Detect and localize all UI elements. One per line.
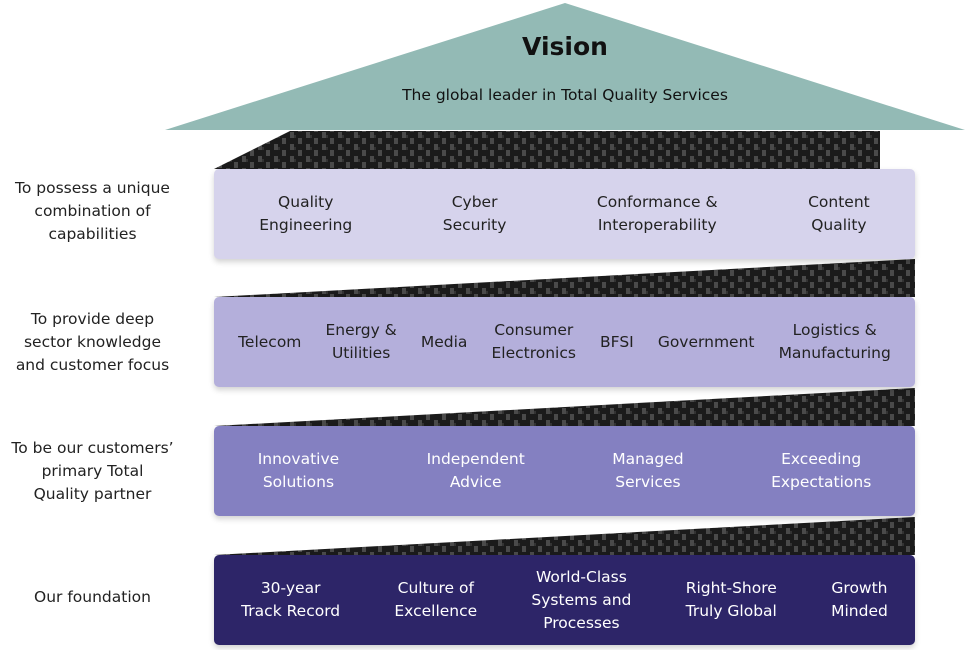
side-label: To be our customers’ primary Total Quali… bbox=[0, 437, 185, 506]
side-label: To possess a unique combination of capab… bbox=[0, 177, 185, 246]
tier-item: Government bbox=[657, 332, 755, 351]
side-label: To provide deep sector knowledge and cus… bbox=[0, 308, 185, 377]
tier-item: BFSI bbox=[600, 332, 634, 351]
pattern-band bbox=[214, 517, 915, 555]
tier-item: Telecom bbox=[238, 332, 302, 351]
tier-item: Right-Shore Truly Global bbox=[685, 579, 777, 620]
pattern-band bbox=[214, 388, 915, 426]
tier-item: Cyber Security bbox=[442, 193, 507, 234]
side-label-text: Our foundation bbox=[34, 588, 151, 606]
vision-subtitle: The global leader in Total Quality Servi… bbox=[402, 86, 728, 104]
tier-item: Exceeding Expectations bbox=[771, 450, 872, 491]
vision-title: Vision bbox=[522, 32, 608, 61]
tier-item: Innovative Solutions bbox=[257, 450, 340, 491]
capabilities-tier: Quality Engineering Cyber Security Confo… bbox=[214, 169, 915, 259]
tier-item: Independent Advice bbox=[426, 450, 525, 491]
sectors-tier: Telecom Energy & Utilities Media Consume… bbox=[214, 297, 915, 387]
tier-item: Conformance & Interoperability bbox=[596, 193, 718, 234]
side-label-text: To provide deep sector knowledge and cus… bbox=[15, 310, 170, 374]
tier-item: Managed Services bbox=[612, 450, 684, 491]
tier-item: Growth Minded bbox=[831, 579, 888, 620]
side-label-text: To be our customers’ primary Total Quali… bbox=[11, 439, 174, 503]
side-label-text: To possess a unique combination of capab… bbox=[15, 179, 170, 243]
tier-item: Culture of Excellence bbox=[394, 579, 478, 620]
tier-item: Consumer Electronics bbox=[491, 321, 576, 362]
side-label: Our foundation bbox=[0, 586, 185, 609]
tier-item: 30-year Track Record bbox=[241, 579, 341, 620]
pattern-band bbox=[214, 131, 880, 169]
tier-item: World-Class Systems and Processes bbox=[531, 567, 632, 632]
pattern-band bbox=[214, 259, 915, 297]
tier-item: Logistics & Manufacturing bbox=[778, 321, 891, 362]
vision-roof bbox=[165, 3, 965, 130]
partner-tier: Innovative Solutions Independent Advice … bbox=[214, 426, 915, 516]
tier-item: Energy & Utilities bbox=[325, 321, 397, 362]
foundation-tier: 30-year Track Record Culture of Excellen… bbox=[214, 555, 915, 645]
tier-item: Media bbox=[420, 332, 468, 351]
tier-item: Content Quality bbox=[808, 193, 870, 234]
tier-item: Quality Engineering bbox=[259, 193, 353, 234]
